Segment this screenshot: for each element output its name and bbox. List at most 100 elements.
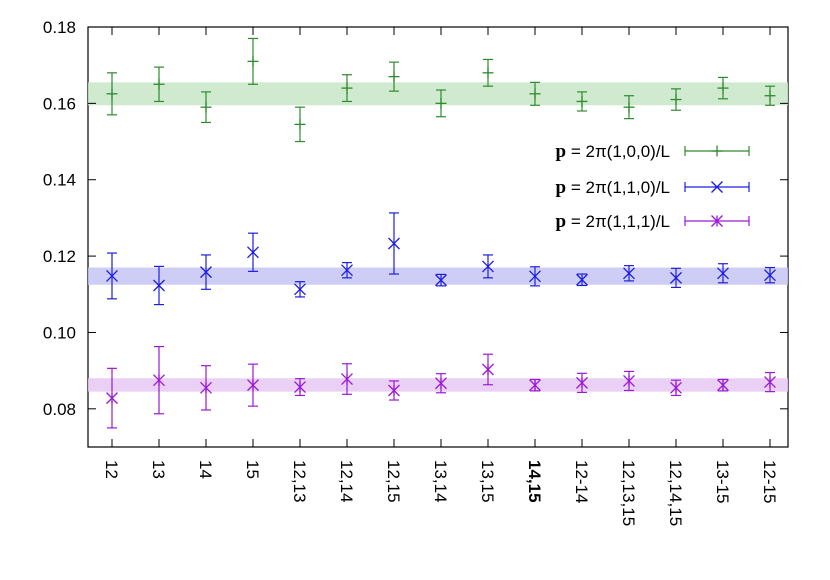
x-tick-label: 12,14 xyxy=(337,460,356,503)
point-marker xyxy=(200,266,212,279)
data-point xyxy=(670,379,682,397)
data-point xyxy=(435,373,447,394)
data-point xyxy=(670,267,682,288)
legend-sample xyxy=(684,215,750,227)
series-markers xyxy=(106,37,776,429)
y-axis: 0.080.100.120.140.160.18 xyxy=(43,18,788,419)
data-point xyxy=(341,363,353,395)
x-tick-label: 14,15 xyxy=(525,460,544,503)
point-marker-stroke xyxy=(200,266,212,279)
point-marker xyxy=(388,237,400,250)
point-marker-stroke xyxy=(247,246,259,259)
fit-band-0 xyxy=(88,82,788,106)
data-point xyxy=(200,365,212,411)
y-tick-label: 0.16 xyxy=(43,94,76,113)
data-point xyxy=(435,89,447,118)
point-marker xyxy=(153,78,165,90)
x-axis: 12 13 14 15 12,13 12,14 12,15 13,14 13,15 14,15 12… xyxy=(102,27,779,526)
point-marker-stroke xyxy=(106,269,118,282)
data-point xyxy=(576,273,588,287)
x-tick-label: 12 xyxy=(102,460,121,479)
x-tick-label: 15 xyxy=(243,460,262,479)
point-marker xyxy=(341,264,353,277)
x-tick-label: 12,14,15 xyxy=(666,460,685,526)
point-marker xyxy=(576,376,588,389)
point-marker xyxy=(482,363,494,376)
point-marker xyxy=(623,374,635,387)
point-marker-stroke xyxy=(388,237,400,250)
point-marker xyxy=(388,71,400,83)
data-point xyxy=(529,266,541,287)
point-marker xyxy=(764,376,776,389)
data-point xyxy=(623,265,635,282)
data-point xyxy=(294,378,306,397)
data-point xyxy=(764,371,776,393)
legend-label-rest: = 2π(1,1,0)/L xyxy=(566,178,670,197)
data-point xyxy=(670,88,682,111)
point-marker xyxy=(247,246,259,259)
x-tick-label: 13,14 xyxy=(431,460,450,503)
point-marker xyxy=(670,381,682,394)
data-point xyxy=(482,353,494,386)
point-marker xyxy=(294,381,306,394)
data-point xyxy=(623,370,635,392)
x-tick-label: 13-15 xyxy=(713,460,732,503)
point-marker xyxy=(200,381,212,394)
plot-frame xyxy=(87,26,789,448)
point-marker xyxy=(106,269,118,282)
point-marker xyxy=(717,379,729,392)
data-point xyxy=(388,61,400,92)
legend-label-bold: p xyxy=(556,177,567,198)
data-point xyxy=(294,281,306,298)
point-marker-stroke xyxy=(670,271,682,284)
point-marker xyxy=(341,82,353,94)
point-marker xyxy=(482,67,494,79)
x-tick-label: 13 xyxy=(149,460,168,479)
legend-label-bold: p xyxy=(556,211,567,232)
data-point xyxy=(529,81,541,106)
fit-bands xyxy=(88,82,788,392)
x-tick-label: 12,13 xyxy=(290,460,309,503)
x-tick-label: 14 xyxy=(196,460,215,479)
point-marker xyxy=(153,279,165,292)
point-marker xyxy=(529,270,541,283)
data-point xyxy=(247,363,259,407)
point-marker-stroke xyxy=(623,267,635,280)
legend-label: p = 2π(1,0,0)/L xyxy=(556,141,670,162)
legend-label-rest: = 2π(1,1,1)/L xyxy=(566,212,670,231)
point-marker-stroke xyxy=(153,279,165,292)
data-point xyxy=(153,345,165,415)
legend-sample xyxy=(684,145,750,157)
x-tick-label: 13,15 xyxy=(478,460,497,503)
data-point xyxy=(717,378,729,392)
data-point xyxy=(153,66,165,103)
point-marker xyxy=(106,392,118,405)
legend: p = 2π(1,0,0)/Lp = 2π(1,1,0)/Lp = 2π(1,1… xyxy=(556,141,750,232)
x-tick-label: 12,15 xyxy=(384,460,403,503)
fit-band-1 xyxy=(88,267,788,285)
point-marker-stroke xyxy=(294,283,306,296)
point-marker xyxy=(153,374,165,387)
point-marker xyxy=(435,97,447,109)
legend-label-bold: p xyxy=(556,141,567,162)
point-marker-stroke xyxy=(764,269,776,282)
data-point xyxy=(341,74,353,103)
data-point xyxy=(623,95,635,120)
point-marker xyxy=(294,283,306,296)
data-point xyxy=(576,91,588,112)
point-marker-stroke xyxy=(529,270,541,283)
data-point xyxy=(576,372,588,393)
point-marker xyxy=(435,377,447,390)
point-marker xyxy=(106,88,118,100)
point-marker xyxy=(623,267,635,280)
legend-marker xyxy=(711,145,723,157)
data-point xyxy=(200,91,212,124)
point-marker xyxy=(717,267,729,280)
data-point xyxy=(482,254,494,279)
data-point xyxy=(435,273,447,287)
point-marker xyxy=(670,271,682,284)
legend-label: p = 2π(1,1,0)/L xyxy=(556,177,670,198)
legend-marker xyxy=(711,181,723,193)
data-point xyxy=(106,252,118,300)
